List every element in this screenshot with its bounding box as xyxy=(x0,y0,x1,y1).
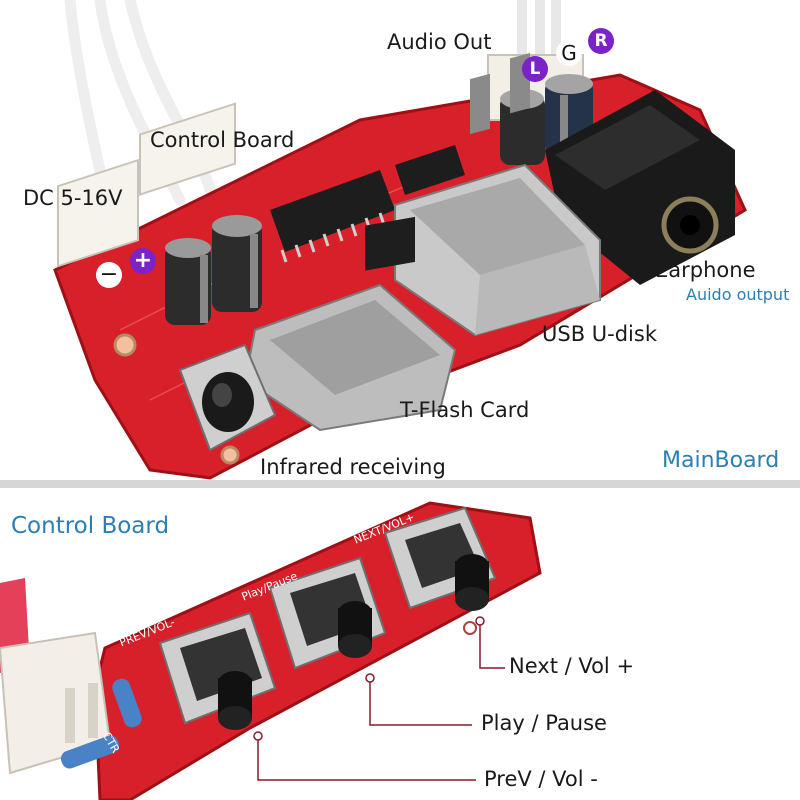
tflash-label: T-Flash Card xyxy=(400,398,530,422)
play-button-switch xyxy=(268,556,387,670)
prev-vol-label: PreV / Vol - xyxy=(484,767,598,791)
next-button-switch xyxy=(383,506,497,611)
dc-connector xyxy=(57,158,139,268)
control-connector xyxy=(139,102,236,196)
mainboard-title: MainBoard xyxy=(662,448,780,473)
capacitor-2 xyxy=(212,215,262,312)
mainboard-photo xyxy=(53,0,747,480)
control-board-photo-panel: PREV/VOL- Play/Pause NEXT/VOL+ CTR Contr… xyxy=(0,488,800,800)
small-ic xyxy=(395,145,465,195)
mainboard-photo-panel: Audio Out L G R Control Board DC 5-16V +… xyxy=(23,0,790,480)
infrared-label: Infrared receiving xyxy=(260,455,446,479)
capacitor-1 xyxy=(165,238,211,325)
control-board-label: Control Board xyxy=(150,128,295,152)
resistor-2 xyxy=(60,735,120,769)
audio-out-label: Audio Out xyxy=(387,30,492,54)
pin-l-badge: L xyxy=(522,56,548,82)
audio-output-label: Auido output xyxy=(686,285,790,304)
pin-g-badge: G xyxy=(556,40,582,66)
control-board-photo xyxy=(0,501,542,800)
prev-button-switch xyxy=(158,611,277,730)
usb-port xyxy=(394,52,601,337)
minus-badge: − xyxy=(96,262,122,288)
earphone-label: Earphone xyxy=(655,258,756,282)
ir-receiver xyxy=(178,343,277,452)
dc-label: DC 5-16V xyxy=(23,186,123,210)
panel-divider xyxy=(0,480,800,488)
resistor-1 xyxy=(112,678,142,728)
pin-r-badge: R xyxy=(588,28,614,54)
callout-lines xyxy=(253,616,505,781)
play-pause-label: Play / Pause xyxy=(481,711,607,735)
plus-badge: + xyxy=(130,248,156,274)
tf-card-slot xyxy=(243,216,457,432)
next-vol-label: Next / Vol + xyxy=(509,654,635,678)
usb-label: USB U-disk xyxy=(542,322,657,346)
control-board-title: Control Board xyxy=(11,513,170,539)
